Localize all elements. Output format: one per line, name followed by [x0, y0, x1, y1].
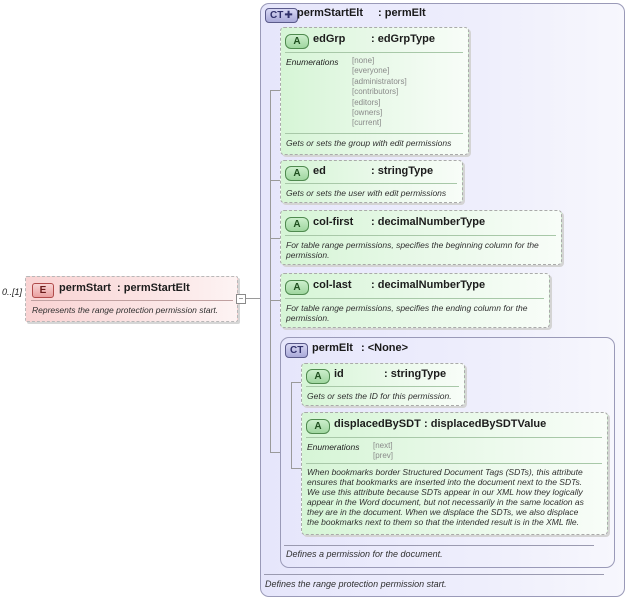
outer-ct-separator [264, 574, 604, 575]
attribute-type: : edGrpType [371, 33, 435, 45]
attribute-separator [285, 183, 457, 184]
attribute-description: Gets or sets the user with edit permissi… [286, 188, 447, 198]
attribute-type: : decimalNumberType [371, 216, 486, 228]
attribute-separator [285, 133, 463, 134]
enum-value: [none] [352, 56, 375, 65]
element-separator [31, 300, 233, 301]
element-type: : permStartElt [117, 282, 190, 294]
enum-value: [prev] [373, 451, 394, 461]
enum-value: [next] [373, 441, 393, 450]
attribute-description-line: For table range permissions, specifies t… [286, 240, 539, 250]
attribute-badge: A [285, 217, 309, 232]
complex-type-badge: CT✚ [265, 8, 298, 23]
attribute-description-line: For table range permissions, specifies t… [286, 303, 528, 313]
collapse-toggle-icon[interactable]: − [236, 294, 246, 304]
enumerations-label: Enumerations [286, 57, 339, 67]
attribute-separator [306, 386, 459, 387]
attribute-description-line: ensures that bookmarks are inserted into… [307, 477, 583, 487]
tree-branch-permelt [270, 452, 280, 453]
attribute-edgrp-box[interactable]: A edGrp : edGrpType Enumerations [none] … [280, 27, 469, 155]
attribute-description-line: permission. [286, 313, 330, 323]
enumerations-list: [none] [everyone] [administrators] [cont… [352, 56, 407, 129]
attribute-type: : displacedBySDTValue [424, 418, 547, 430]
complex-type-description: Defines the range protection permission … [265, 579, 447, 589]
attribute-description: Gets or sets the group with edit permiss… [286, 138, 452, 148]
attribute-type: : stringType [384, 368, 447, 380]
attribute-description-line: When bookmarks border Structured Documen… [307, 467, 583, 477]
complex-type-name: permStartElt [297, 7, 364, 19]
attribute-ed-box[interactable]: A ed : stringType Gets or sets the user … [280, 160, 463, 203]
element-name: permStart [59, 282, 111, 294]
element-description: Represents the range protection permissi… [32, 305, 219, 315]
complex-type-badge-label: CT [270, 10, 284, 21]
enumerations-label: Enumerations [307, 442, 360, 452]
element-cardinality: 0..[1] [2, 287, 23, 297]
attribute-separator [285, 298, 544, 299]
attribute-name: col-last [313, 279, 352, 291]
enum-value: [current] [352, 118, 382, 128]
attribute-badge: A [306, 419, 330, 434]
attribute-name: displacedBySDT [334, 418, 421, 430]
attribute-separator [285, 52, 463, 53]
attribute-description: For table range permissions, specifies t… [286, 240, 558, 260]
complex-type-name: permElt [312, 342, 353, 354]
element-permstart-box[interactable]: E permStart : permStartElt Represents th… [25, 276, 238, 322]
tree-branch-col-first [270, 238, 280, 239]
enum-value: [editors] [352, 97, 381, 107]
complex-type-type: : <None> [361, 342, 409, 354]
plus-icon: ✚ [284, 10, 293, 21]
attribute-description-line: permission. [286, 250, 330, 260]
attribute-id-box[interactable]: A id : stringType Gets or sets the ID fo… [301, 363, 465, 406]
enum-value: [administrators] [352, 76, 407, 86]
attribute-separator [306, 463, 602, 464]
element-badge: E [32, 283, 54, 298]
attribute-name: id [334, 368, 344, 380]
complex-type-description: Defines a permission for the document. [286, 549, 443, 559]
inner-ct-separator [284, 545, 594, 546]
attribute-col-first-box[interactable]: A col-first : decimalNumberType For tabl… [280, 210, 562, 265]
attribute-type: : stringType [371, 165, 434, 177]
attribute-separator [306, 437, 602, 438]
attribute-separator [285, 235, 556, 236]
tree-branch-ed [270, 180, 280, 181]
attribute-name: ed [313, 165, 326, 177]
inner-tree-connector-line [291, 382, 292, 468]
element-connector [236, 298, 260, 299]
attribute-name: edGrp [313, 33, 346, 45]
attribute-displacedbysdt-box[interactable]: A displacedBySDT : displacedBySDTValue E… [301, 412, 608, 535]
attribute-description-line: they are in the document. When we displa… [307, 507, 579, 517]
attribute-description-line: We use this attribute because SDTs appea… [307, 487, 583, 497]
enumerations-list: [next] [prev] [373, 441, 393, 462]
attribute-type: : decimalNumberType [371, 279, 486, 291]
tree-branch-col-last [270, 300, 280, 301]
attribute-description: For table range permissions, specifies t… [286, 303, 548, 323]
tree-connector-line [270, 90, 271, 452]
tree-branch-edgrp [270, 90, 280, 91]
attribute-description-line: the bookmarks next to them so that the i… [307, 517, 579, 527]
attribute-badge: A [285, 166, 309, 181]
attribute-badge: A [306, 369, 330, 384]
attribute-description: Gets or sets the ID for this permission. [307, 391, 452, 401]
complex-type-type: : permElt [378, 7, 426, 19]
attribute-description-line: appear in the Word document, but not nec… [307, 497, 584, 507]
complex-type-badge: CT [285, 343, 309, 358]
attribute-col-last-box[interactable]: A col-last : decimalNumberType For table… [280, 273, 550, 328]
enum-value: [everyone] [352, 66, 390, 76]
attribute-description: When bookmarks border Structured Documen… [307, 467, 605, 527]
attribute-name: col-first [313, 216, 354, 228]
enum-value: [owners] [352, 108, 383, 118]
inner-tree-branch-id [291, 382, 301, 383]
inner-tree-branch-displacedbysdt [291, 468, 301, 469]
enum-value: [contributors] [352, 87, 399, 97]
attribute-badge: A [285, 280, 309, 295]
attribute-badge: A [285, 34, 309, 49]
